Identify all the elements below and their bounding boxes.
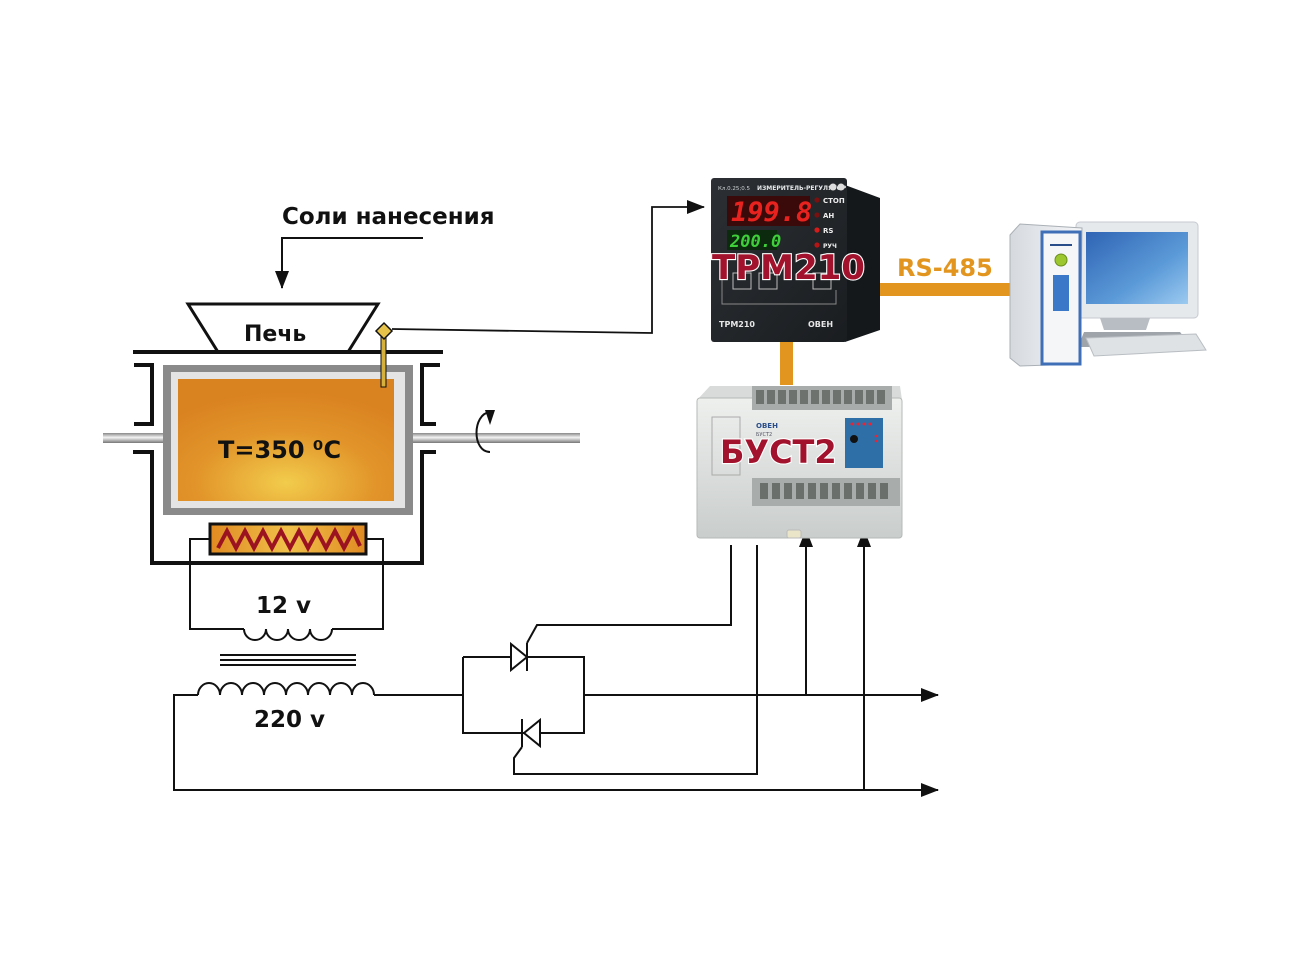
computer bbox=[1009, 221, 1207, 367]
bottom-display bbox=[727, 230, 777, 250]
secondary-wire-right bbox=[332, 538, 384, 630]
neutral-line bbox=[173, 694, 939, 797]
salts-input-label: Соли нанесения bbox=[282, 204, 495, 230]
temperature-label: T=350 ⁰C bbox=[218, 436, 341, 464]
power-circuit bbox=[173, 529, 939, 797]
top-display bbox=[727, 196, 810, 226]
bust2-unit: ОВЕН БУСТ2 БУСТ2 bbox=[696, 386, 903, 539]
trm210-brand: ОВЕН bbox=[808, 320, 833, 329]
rs485-label: RS-485 bbox=[897, 254, 993, 282]
key-program-button[interactable] bbox=[812, 272, 832, 290]
trm210-header: ИЗМЕРИТЕЛЬ-РЕГУЛЯТОР bbox=[757, 185, 847, 192]
sensor-signal-line bbox=[391, 200, 705, 334]
gate-wire-bottom bbox=[513, 545, 758, 775]
right-shaft bbox=[397, 433, 580, 443]
furnace-label: Печь bbox=[244, 322, 306, 347]
monitor-screen bbox=[1086, 232, 1188, 304]
right-bracket-top bbox=[420, 363, 440, 426]
key-down-button[interactable] bbox=[758, 272, 778, 290]
din-clip bbox=[786, 529, 802, 539]
led-manual-label: РУЧ bbox=[823, 243, 837, 250]
rotation-arrow-icon bbox=[475, 411, 491, 453]
bust2-title: БУСТ2 bbox=[720, 433, 837, 471]
rs485-link bbox=[876, 283, 1010, 296]
led-stop bbox=[814, 197, 820, 203]
thermocouple-head bbox=[374, 321, 394, 341]
trm210-controller: Кл.0.25;0.5 ИЗМЕРИТЕЛЬ-РЕГУЛЯТОР 199.8 2… bbox=[711, 178, 880, 342]
furnace-housing bbox=[133, 450, 436, 565]
thyristor-top-icon bbox=[510, 641, 529, 673]
led-an-label: АН bbox=[823, 212, 834, 220]
secondary-wire-left bbox=[189, 538, 244, 630]
secondary-winding bbox=[243, 628, 333, 641]
thyristor-bottom-icon bbox=[522, 717, 541, 749]
gate-wire-top bbox=[526, 545, 732, 644]
bust2-control-panel bbox=[845, 418, 883, 468]
primary-voltage-label: 220 v bbox=[254, 707, 325, 733]
furnace: Печь T=350 ⁰C bbox=[103, 302, 580, 565]
transformer: 12 v 220 v bbox=[189, 538, 384, 733]
bust2-model-plate: БУСТ2 bbox=[756, 432, 772, 438]
cert-mark-icon bbox=[829, 183, 837, 191]
key-up-button[interactable] bbox=[732, 272, 752, 290]
power-button-icon[interactable] bbox=[1054, 253, 1068, 267]
trm210-title: ТРМ210 bbox=[712, 248, 865, 288]
bust2-brand: ОВЕН bbox=[756, 422, 778, 430]
trm210-model-plate: ТРМ210 bbox=[719, 320, 755, 329]
led-an bbox=[814, 212, 820, 218]
thyristor-pair-frame bbox=[462, 656, 585, 734]
left-bracket-top bbox=[134, 363, 154, 426]
primary-winding bbox=[197, 682, 375, 696]
thermocouple bbox=[380, 332, 387, 388]
led-manual bbox=[814, 242, 820, 248]
salts-feed-arrow bbox=[275, 237, 423, 289]
bottom-display-value: 200.0 bbox=[729, 232, 781, 252]
trm210-class: Кл.0.25;0.5 bbox=[718, 186, 751, 192]
cert-mark-icon-2 bbox=[837, 183, 845, 191]
trm-bust-link bbox=[780, 333, 793, 385]
keyboard bbox=[1085, 333, 1207, 357]
molten-salt bbox=[178, 379, 394, 501]
cover-panel bbox=[711, 416, 741, 476]
top-display-value: 199.8 bbox=[731, 197, 812, 228]
secondary-voltage-label: 12 v bbox=[256, 593, 311, 619]
left-shaft bbox=[103, 433, 183, 443]
bust2-knob[interactable] bbox=[850, 435, 858, 443]
led-rs-label: RS bbox=[823, 227, 833, 235]
trm210-side bbox=[845, 185, 880, 342]
heater-coil bbox=[216, 526, 362, 553]
drive-bay bbox=[1053, 275, 1069, 311]
led-rs bbox=[814, 227, 820, 233]
rotation-arrowhead bbox=[485, 410, 495, 425]
led-stop-label: СТОП bbox=[823, 197, 845, 205]
